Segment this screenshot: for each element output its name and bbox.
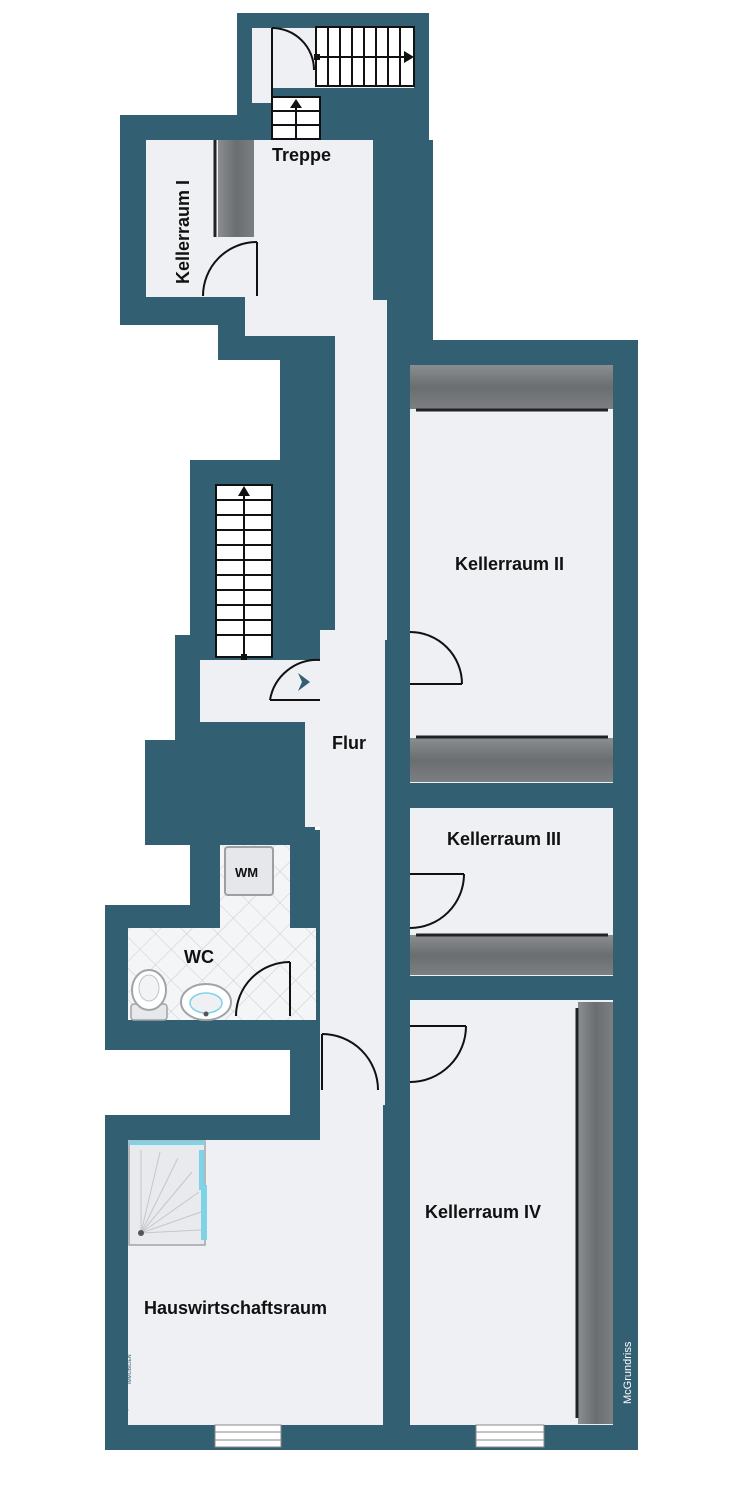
shower-icon [128, 1140, 207, 1246]
door-swing [271, 27, 315, 71]
credit-label: McGrundriss [622, 1341, 634, 1404]
staircase-treppe [271, 96, 321, 140]
room-label-flur: Flur [332, 733, 366, 753]
staircase-lower [215, 484, 273, 658]
room-label-kellerraum-3: Kellerraum III [447, 829, 561, 849]
shelf [410, 935, 613, 975]
door-swing [202, 241, 258, 297]
logo-sub: IMMOBILIEN [127, 1354, 133, 1384]
room-label-kellerraum-4: Kellerraum IV [425, 1202, 541, 1222]
logo-mark: VP [108, 1390, 133, 1418]
room-label-treppe: Treppe [272, 145, 331, 165]
door-swing [409, 873, 465, 929]
door-swing [409, 1025, 467, 1083]
window-icon [214, 1424, 282, 1448]
von-poll-logo: VP VON POLL IMMOBILIEN [108, 1327, 133, 1418]
door-swing [321, 1033, 379, 1091]
window-icon [475, 1424, 545, 1448]
stair-arrow-icon [238, 486, 250, 496]
stair-arrow-icon [404, 51, 414, 63]
washing-machine-label: WM [235, 865, 258, 880]
logo-name: VON POLL [111, 1327, 125, 1386]
door-swing [409, 631, 463, 685]
room-label-hauswirtschaftsraum: Hauswirtschaftsraum [144, 1298, 327, 1318]
toilet-icon [130, 969, 168, 1021]
door-swing [235, 961, 291, 1017]
shelf [218, 140, 254, 237]
shelf [410, 738, 613, 782]
door-arrow-icon [298, 673, 310, 691]
room-label-wc: WC [184, 947, 214, 967]
shelf [410, 365, 613, 409]
washing-machine-icon [224, 846, 274, 896]
door-swing [269, 658, 321, 701]
room-label-kellerraum-1: Kellerraum I [173, 180, 193, 284]
washbasin-icon [180, 983, 232, 1021]
staircase-top [315, 26, 415, 87]
room-label-kellerraum-2: Kellerraum II [455, 554, 564, 574]
shelf [578, 1002, 613, 1424]
stair-arrow-icon [290, 99, 302, 108]
